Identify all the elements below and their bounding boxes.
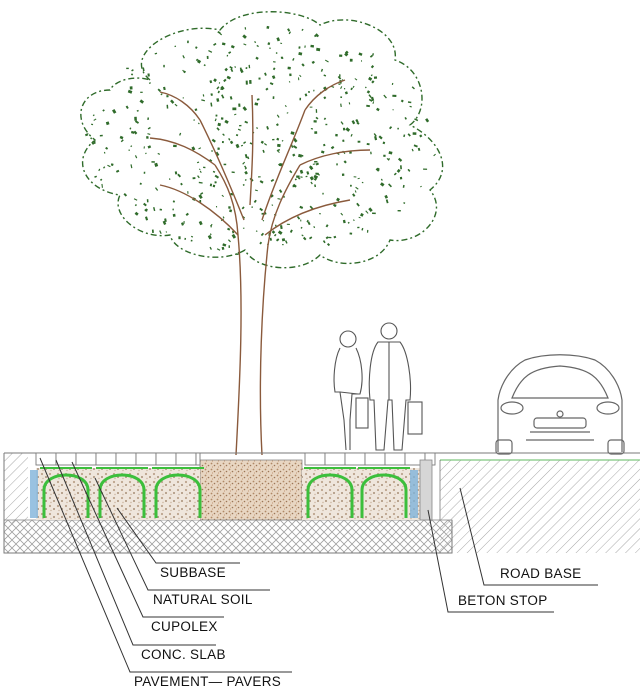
tree-trunk xyxy=(149,79,371,456)
pedestrians-figure xyxy=(333,322,423,451)
label-road-base: ROAD BASE xyxy=(500,566,581,581)
label-beton-stop: BETON STOP xyxy=(458,593,548,608)
label-subbase: SUBBASE xyxy=(160,565,226,580)
callout-labels: SUBBASE NATURAL SOIL CUPOLEX CONC. SLAB … xyxy=(134,565,581,689)
car-figure xyxy=(495,354,625,455)
label-pavement-pavers: PAVEMENT— PAVERS xyxy=(134,674,281,689)
callout-leaders xyxy=(39,457,598,673)
label-cupolex: CUPOLEX xyxy=(151,619,218,634)
tree-canopy xyxy=(80,11,444,269)
ground-section xyxy=(3,452,640,554)
label-natural-soil: NATURAL SOIL xyxy=(153,592,253,607)
label-conc-slab: CONC. SLAB xyxy=(141,647,226,662)
